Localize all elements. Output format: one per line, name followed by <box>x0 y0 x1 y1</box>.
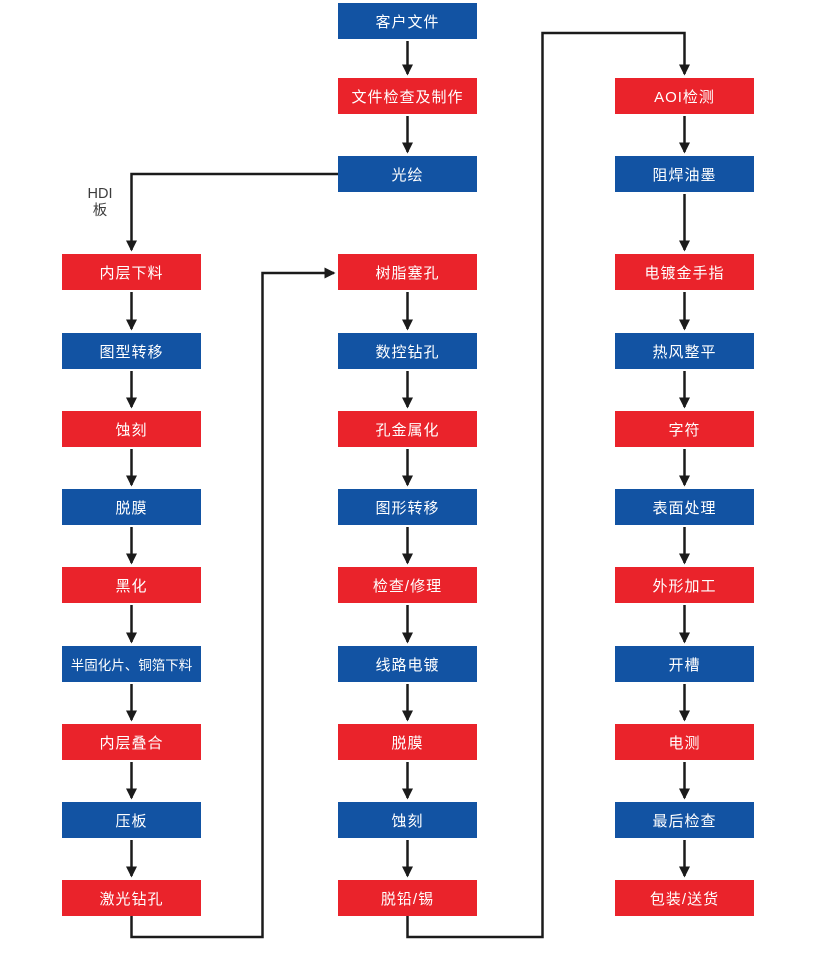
flow-node-surface-treatment: 表面处理 <box>615 489 754 525</box>
flow-node-inner-etching: 蚀刻 <box>62 411 201 447</box>
flow-node-final-inspection: 最后检查 <box>615 802 754 838</box>
flow-node-etching-outer: 蚀刻 <box>338 802 477 838</box>
flow-node-silkscreen-legend: 字符 <box>615 411 754 447</box>
connector-photoplot-to-inner-layer <box>126 172 338 252</box>
flow-node-tin-lead-stripping: 脱铅/锡 <box>338 880 477 916</box>
flow-node-inner-film-stripping: 脱膜 <box>62 489 201 525</box>
flow-node-electrical-test: 电测 <box>615 724 754 760</box>
connector-stripping-to-aoi <box>406 31 690 939</box>
flow-node-gold-finger-plating: 电镀金手指 <box>615 254 754 290</box>
flow-node-black-oxide: 黑化 <box>62 567 201 603</box>
flow-node-packing-delivery: 包装/送货 <box>615 880 754 916</box>
flow-node-inner-layer-lamination: 内层叠合 <box>62 724 201 760</box>
flow-node-aoi-inspection: AOI检测 <box>615 78 754 114</box>
flow-node-inner-layer-cutting: 内层下料 <box>62 254 201 290</box>
flow-node-laser-drilling: 激光钻孔 <box>62 880 201 916</box>
flow-node-prepreg-copper-foil-cutting: 半固化片、铜箔下料 <box>62 646 201 682</box>
flow-node-circuit-plating: 线路电镀 <box>338 646 477 682</box>
connector-laser-drilling-to-resin-plugging <box>130 267 336 939</box>
flow-node-pressing: 压板 <box>62 802 201 838</box>
flow-node-pattern-transfer: 图形转移 <box>338 489 477 525</box>
flow-node-slotting: 开槽 <box>615 646 754 682</box>
flow-node-hot-air-leveling: 热风整平 <box>615 333 754 369</box>
flow-node-film-stripping: 脱膜 <box>338 724 477 760</box>
hdi-board-label: HDI 板 <box>76 186 124 220</box>
flow-node-profile-machining: 外形加工 <box>615 567 754 603</box>
flow-node-photo-plotting: 光绘 <box>338 156 477 192</box>
flow-node-file-check-and-production: 文件检查及制作 <box>338 78 477 114</box>
flow-node-solder-mask-ink: 阻焊油墨 <box>615 156 754 192</box>
flow-node-resin-hole-plugging: 树脂塞孔 <box>338 254 477 290</box>
flow-node-inner-pattern-transfer: 图型转移 <box>62 333 201 369</box>
hdi-board-label-line1: HDI <box>87 186 113 202</box>
flow-node-hole-metallization: 孔金属化 <box>338 411 477 447</box>
flow-node-customer-files: 客户文件 <box>338 3 477 39</box>
flow-node-inspection-repair: 检查/修理 <box>338 567 477 603</box>
hdi-board-label-line2: 板 <box>92 203 108 219</box>
flow-node-cnc-drilling: 数控钻孔 <box>338 333 477 369</box>
